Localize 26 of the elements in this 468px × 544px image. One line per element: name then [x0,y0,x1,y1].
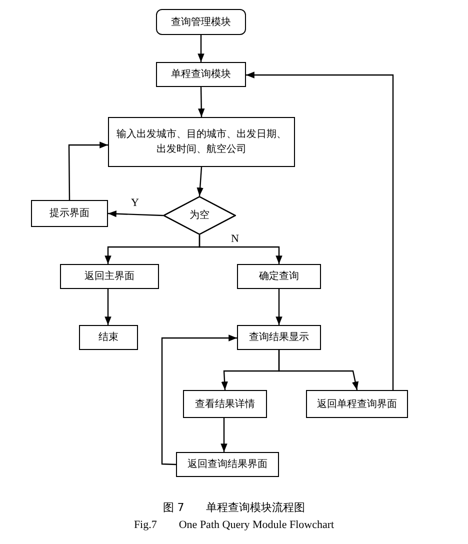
arrow [68,142,108,200]
arrow [198,235,282,264]
process-box: 提示界面 [31,200,108,227]
arrow [276,289,282,325]
decision-diamond: 为空 [163,196,236,235]
start-box: 查询管理模块 [156,9,246,35]
arrow [161,334,237,466]
process-box: 查询结果显示 [237,325,321,350]
figure-caption: 图 7 单程查询模块流程图 [162,501,306,514]
process-box: 查看结果详情 [183,390,267,418]
arrow [220,418,228,452]
arrow [196,166,204,196]
arrow [198,86,205,118]
process-box: 单程查询模块 [156,62,246,87]
process-box: 输入出发城市、目的城市、出发日期、出发时间、航空公司 [108,117,295,167]
process-box: 确定查询 [237,264,321,289]
process-box: 返回查询结果界面 [176,452,279,477]
arrow [278,350,359,390]
figure-caption: Fig.7 One Path Query Module Flowchart [134,519,334,531]
arrow [108,210,164,218]
process-box: 返回单程查询界面 [306,390,408,418]
arrow [246,72,394,390]
process-box: 返回主界面 [60,264,159,289]
arrow [104,289,112,325]
process-box: 结束 [79,325,138,350]
arrow [198,35,204,62]
